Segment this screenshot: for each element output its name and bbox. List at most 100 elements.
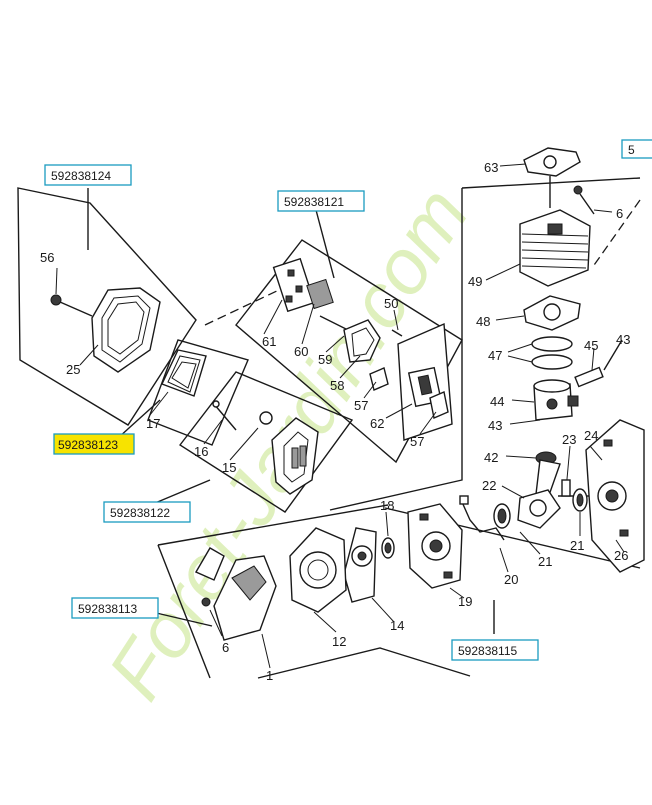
part-number: 22 [482,478,496,493]
part-number: 57 [354,398,368,413]
part-crankshaft-22 [517,459,598,529]
leader-44 [511,399,535,403]
leader-58 [339,355,361,379]
ref-box-592838121[interactable]: 592838121 [277,190,365,212]
part-air-cover [91,287,161,373]
leader-56 [55,267,58,295]
leader-49 [485,263,521,281]
leader-6a [593,209,613,213]
part-number: 60 [294,344,308,359]
part-starter-1 [195,547,277,641]
part-number: 48 [476,314,490,329]
part-number: 24 [584,428,598,443]
leader-48 [495,315,525,321]
ref-box-592838122[interactable]: 592838122 [103,501,191,523]
ref-label: 592838123 [58,438,118,452]
connector-121 [315,209,335,279]
part-number: 49 [468,274,482,289]
ref-box-592838113[interactable]: 592838113 [71,597,159,619]
leader-15 [229,427,259,461]
part-number: 15 [222,460,236,475]
part-cylinder [519,209,591,287]
leader-61 [263,299,283,335]
part-number: 1 [266,668,273,683]
leader-60 [301,303,315,345]
part-number: 6 [222,640,229,655]
frame-engine-left [329,188,463,511]
part-rings-47 [531,336,573,370]
part-gasket-48 [523,295,581,331]
part-number: 47 [488,348,502,363]
frame-filter-base [178,371,354,513]
part-number: 59 [318,352,332,367]
part-number: 62 [370,416,384,431]
part-number: 6 [616,206,623,221]
part-number: 21 [570,538,584,553]
ref-label: 592838115 [458,644,518,658]
ref-box-partial[interactable]: 5 [621,139,652,159]
ref-label: 592838122 [110,506,170,520]
ref-label: 592838124 [51,169,111,183]
leader-25 [79,344,99,366]
connector-123 [117,399,161,439]
part-carburetor [272,257,453,441]
part-number: 63 [484,160,498,175]
part-number: 42 [484,450,498,465]
part-pin-45 [574,347,604,388]
leader-14 [371,597,395,623]
ref-box-592838115[interactable]: 592838115 [451,639,539,661]
leader-26 [615,539,625,553]
part-number: 58 [330,378,344,393]
part-wire-20 [459,495,505,541]
leader-1 [261,633,271,669]
frame-engine-top [461,177,641,189]
part-number: 12 [332,634,346,649]
part-number: 21 [538,554,552,569]
leader-43b [509,419,541,425]
leader-57b [419,411,437,435]
leader-19 [449,587,465,599]
part-gasket-63 [523,147,581,177]
part-number: 45 [584,338,598,353]
part-number: 23 [562,432,576,447]
leader-22 [501,485,525,499]
part-number: 17 [146,416,160,431]
part-crankcase-19 [407,503,463,589]
leader-6b [209,609,223,637]
leader-24 [589,445,603,461]
part-number: 56 [40,250,54,265]
part-number: 16 [194,444,208,459]
part-bolt-56 [50,294,93,317]
leader-43a [603,339,623,371]
leader-18 [385,511,389,537]
part-number: 26 [614,548,628,563]
part-plate-14 [343,527,377,603]
part-number: 18 [380,498,394,513]
part-bearing-21 [493,488,588,529]
leader-50 [393,309,399,331]
leader-63 [499,163,527,167]
ref-box-592838123[interactable]: 592838123 [53,433,135,455]
part-number: 61 [262,334,276,349]
part-number: 19 [458,594,472,609]
part-number: 44 [490,394,504,409]
part-number: 20 [504,572,518,587]
part-filter-element [161,349,207,397]
ref-label: 592838121 [284,195,344,209]
part-number: 43 [488,418,502,433]
leader-16 [203,419,223,445]
part-number: 57 [410,434,424,449]
leader-20 [499,547,509,573]
leader-47b [507,355,533,363]
ref-box-592838124[interactable]: 592838124 [44,164,132,186]
part-flywheel-12 [289,527,347,613]
leader-17 [149,391,169,416]
frame-starter-top [157,504,389,546]
part-piston-44 [533,379,579,421]
frame-air-cover [17,187,197,426]
frame-bottom [257,647,471,679]
leader-21a [519,531,541,555]
leader-12 [313,611,337,633]
